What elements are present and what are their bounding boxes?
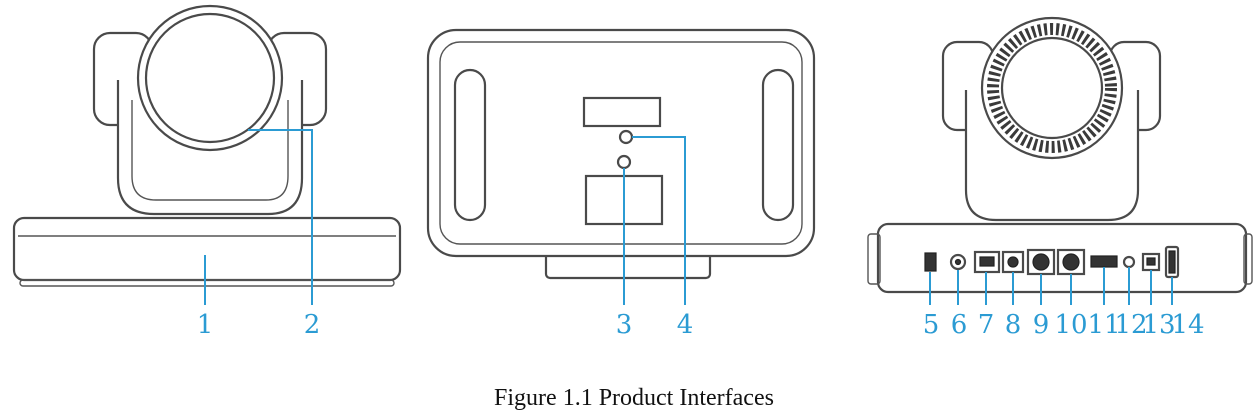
callout-label-5: 5 — [923, 310, 940, 340]
bottom-hole-upper — [618, 129, 634, 145]
figure-caption: Figure 1.1 Product Interfaces — [494, 385, 774, 411]
rear-head-inner — [1000, 36, 1104, 140]
bottom-foot-left — [453, 68, 487, 222]
rear-view: 5 6 7 8 9 10 11 12 13 14 — [867, 16, 1253, 340]
callout-line-2 — [248, 129, 313, 305]
bottom-view: 3 4 — [426, 28, 816, 340]
callout-label-12: 12 — [1114, 310, 1147, 340]
callout-label-2: 2 — [304, 310, 321, 340]
front-yoke-inner — [131, 100, 289, 201]
front-view: 1 2 — [12, 4, 402, 340]
callout-label-4: 4 — [677, 310, 694, 340]
bottom-hole-lower — [616, 154, 632, 170]
callout-label-14: 14 — [1171, 310, 1204, 340]
callout-line-4 — [632, 136, 686, 305]
callout-label-11: 11 — [1087, 310, 1120, 340]
callout-label-3: 3 — [616, 310, 633, 340]
bottom-plate-inner — [439, 41, 803, 245]
audio-jack-icon — [1122, 255, 1136, 269]
callout-label-8: 8 — [1005, 310, 1022, 340]
rear-vent-ring — [987, 23, 1117, 153]
port-8-inner-icon — [1007, 256, 1019, 268]
front-lens-inner — [144, 12, 276, 144]
front-base — [12, 216, 402, 282]
callout-label-9: 9 — [1033, 310, 1050, 340]
port-10-inner-icon — [1062, 253, 1080, 271]
bottom-plate-outer — [426, 28, 816, 258]
port-9-inner-icon — [1032, 253, 1050, 271]
bottom-foot-right — [761, 68, 795, 222]
hdmi-inner-icon — [1168, 250, 1176, 274]
bottom-label-plate — [582, 96, 662, 128]
terminal-block-icon — [1090, 255, 1118, 268]
rear-base-right-cap — [1243, 233, 1253, 285]
usb-b-inner-icon — [1146, 257, 1156, 266]
callout-label-7: 7 — [978, 310, 995, 340]
rear-base-left-cap — [867, 233, 881, 285]
callout-label-6: 6 — [951, 310, 968, 340]
dc-jack-pin-icon — [954, 258, 962, 266]
callout-label-1: 1 — [197, 310, 214, 340]
rj45-port-inner-icon — [979, 256, 995, 267]
callout-label-13: 13 — [1142, 310, 1175, 340]
callout-label-10: 10 — [1054, 310, 1087, 340]
front-base-foot — [19, 279, 395, 287]
power-switch-icon — [924, 252, 937, 272]
rear-callout-lines — [929, 267, 1173, 305]
